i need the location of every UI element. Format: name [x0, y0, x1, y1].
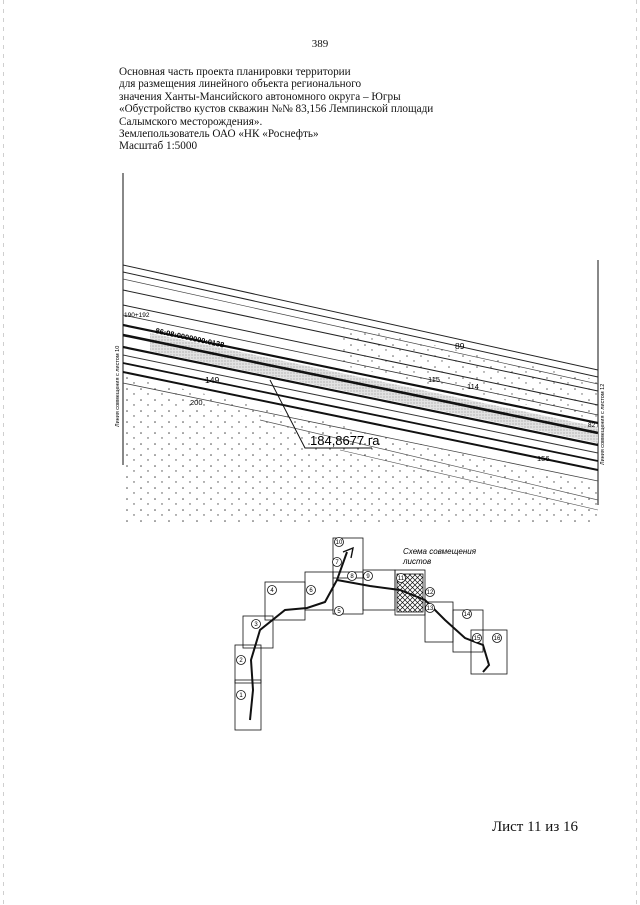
right-scan-edge	[636, 0, 637, 905]
parcel-label: 115	[428, 375, 440, 384]
left-scan-edge	[3, 0, 4, 905]
parcel-label: 156	[537, 454, 550, 463]
document-header: Основная часть проекта планировки террит…	[119, 66, 433, 153]
sheet-number: 4	[270, 588, 274, 594]
sheet-number: 10	[336, 540, 343, 546]
page-number: 389	[311, 38, 329, 50]
area-label: 184,8677 га	[310, 433, 380, 448]
parcel-label: 114	[467, 382, 479, 391]
sheet-number: 1	[239, 693, 243, 699]
parcel-label: 149	[205, 375, 219, 385]
parcel-label: 89	[455, 341, 465, 351]
header-line: Землепользователь ОАО «НК «Роснефть»	[119, 128, 319, 141]
header-line: «Обустройство кустов скважин №№ 83,156 Л…	[119, 103, 434, 116]
header-line: значения Ханты-Мансийского автономного о…	[119, 90, 401, 103]
sheet-number: 12	[427, 590, 434, 596]
parcel-label: 82	[588, 422, 596, 429]
sheet-number: 16	[494, 636, 501, 642]
right-match-line-label: Линия совмещения с листом 12	[600, 384, 606, 465]
header-line: Масштаб 1:5000	[119, 140, 198, 153]
sheet-number: 14	[464, 612, 471, 618]
sheet-layout-scheme: 1 2 3 4 5 6 7 8 9 10 11 12 13 14 15 16 С…	[234, 537, 508, 731]
sheet-number: 3	[254, 622, 258, 628]
sheet-number: 6	[309, 588, 313, 594]
sheet-number: 7	[335, 560, 339, 566]
sheet-number: 5	[337, 609, 341, 615]
header-line: для размещения линейного объекта региона…	[119, 78, 362, 91]
sheet-number: 11	[398, 576, 405, 582]
sheet-number: 8	[350, 574, 354, 580]
sheet-footer: Лист 11 из 16	[491, 819, 578, 835]
planning-map: Линия совмещения с листом 10 Линия совме…	[115, 173, 606, 525]
sheet-number: 13	[427, 606, 434, 612]
left-match-line-label: Линия совмещения с листом 10	[115, 346, 121, 427]
sheet-number: 2	[239, 658, 243, 664]
sheet-number: 15	[474, 636, 481, 642]
scheme-title-line1: Схема совмещения	[403, 547, 477, 556]
header-line: Основная часть проекта планировки террит…	[119, 66, 351, 78]
header-line: Салымского месторождения».	[119, 115, 263, 128]
parcel-label: 200	[190, 398, 203, 407]
sheet-number: 9	[366, 574, 370, 580]
parcel-label: 190+192	[124, 312, 150, 319]
scheme-title-line2: листов	[402, 557, 431, 566]
